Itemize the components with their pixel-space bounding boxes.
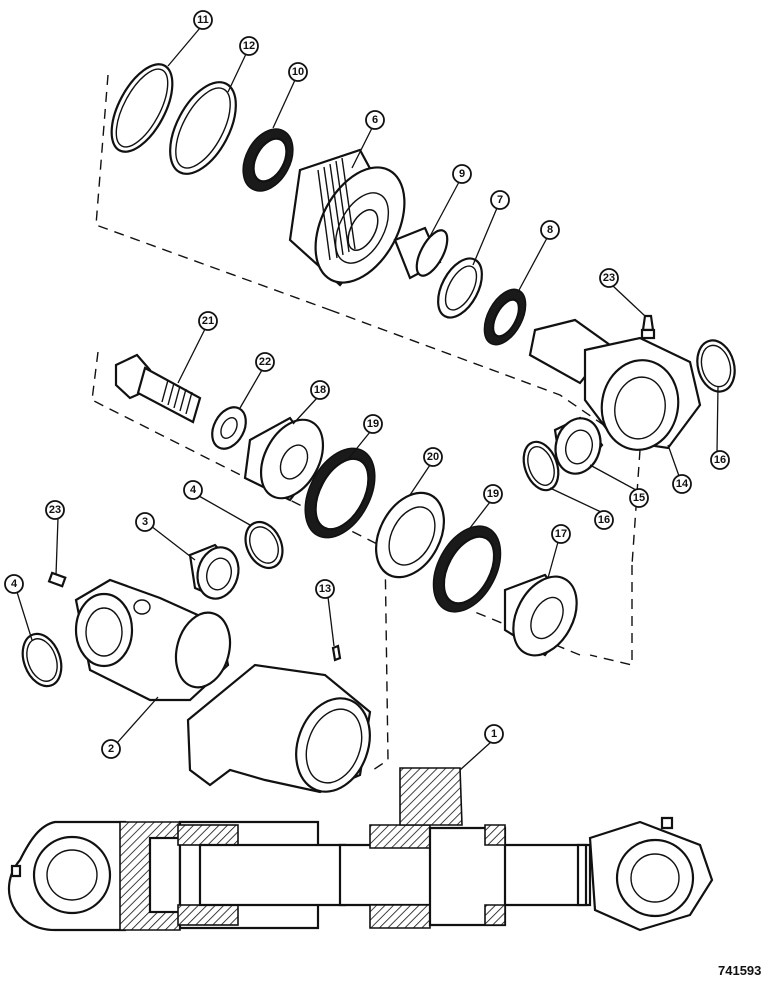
reference-number: 741593	[718, 963, 761, 978]
callout: 3	[135, 512, 155, 532]
seal-8	[483, 288, 527, 346]
callout: 18	[310, 380, 330, 400]
callout: 20	[423, 447, 443, 467]
callout-label: 22	[259, 356, 271, 368]
callout: 7	[490, 190, 510, 210]
callout-label: 9	[459, 168, 465, 180]
callout-label: 10	[292, 66, 304, 78]
callout-label: 4	[190, 484, 197, 496]
snap-ring-4-lower	[21, 632, 63, 688]
snap-ring-4-upper	[244, 520, 284, 570]
screw-13	[331, 644, 342, 662]
cylinder-barrel-2	[74, 578, 372, 794]
leader-lines	[16, 27, 719, 771]
callout: 22	[255, 352, 275, 372]
piston-18	[243, 416, 325, 502]
callout: 1	[484, 724, 504, 744]
grease-fitting-23-lower	[47, 571, 67, 588]
snap-ring-11	[110, 63, 174, 153]
callout-label: 1	[491, 728, 497, 740]
callout: 17	[551, 524, 571, 544]
callout-label: 23	[49, 504, 61, 516]
callout: 19	[363, 414, 383, 434]
wear-ring-20	[375, 491, 445, 579]
seal-19-second	[432, 525, 502, 613]
callout: 23	[599, 268, 619, 288]
bushing-3	[188, 543, 240, 600]
piston-17	[503, 573, 578, 657]
bushing-9	[393, 226, 449, 280]
callout-label: 15	[633, 492, 645, 504]
callout: 15	[629, 488, 649, 508]
callout-label: 4	[11, 578, 18, 590]
callout-label: 12	[243, 40, 255, 52]
callout: 16	[710, 450, 730, 470]
callout-label: 16	[598, 514, 610, 526]
callout-label: 16	[714, 454, 726, 466]
callout-label: 2	[108, 743, 114, 755]
callout-label: 7	[497, 194, 503, 206]
washer-22	[211, 406, 247, 450]
callout-label: 3	[142, 516, 148, 528]
callout-label: 19	[367, 418, 379, 430]
callout: 8	[540, 220, 560, 240]
wiper-seal-10	[242, 128, 294, 192]
callout-label: 23	[603, 272, 615, 284]
callout-label: 21	[202, 315, 214, 327]
callout: 13	[315, 579, 335, 599]
backup-ring-12	[169, 81, 237, 175]
callout: 21	[198, 311, 218, 331]
callout: 9	[452, 164, 472, 184]
seal-19-first	[304, 447, 376, 539]
bolt-21	[114, 353, 202, 424]
bushing-15	[553, 416, 604, 475]
callout: 23	[45, 500, 65, 520]
gland-head-6	[288, 148, 406, 287]
assembled-cylinder-section	[7, 767, 714, 932]
callout: 14	[672, 474, 692, 494]
snap-ring-16-middle	[522, 440, 560, 492]
callout: 2	[101, 739, 121, 759]
callout: 16	[594, 510, 614, 530]
callout-label: 17	[555, 528, 567, 540]
grease-fitting-23-upper	[640, 314, 656, 340]
upper-group-outline	[95, 74, 641, 666]
callout-label: 14	[676, 478, 689, 490]
callout-label: 8	[547, 224, 553, 236]
callout: 12	[239, 36, 259, 56]
callout: 11	[193, 10, 213, 30]
callout-label: 6	[372, 114, 378, 126]
callout: 19	[483, 484, 503, 504]
rod-eye-14	[528, 318, 702, 451]
snap-ring-16-right	[696, 339, 736, 393]
callout: 4	[4, 574, 24, 594]
callout-label: 13	[319, 583, 331, 595]
callout: 10	[288, 62, 308, 82]
callout-label: 18	[314, 384, 326, 396]
callout-label: 20	[427, 451, 439, 463]
callout-label: 19	[487, 488, 499, 500]
callout-label: 11	[197, 14, 209, 26]
callout: 4	[183, 480, 203, 500]
callout: 6	[365, 110, 385, 130]
